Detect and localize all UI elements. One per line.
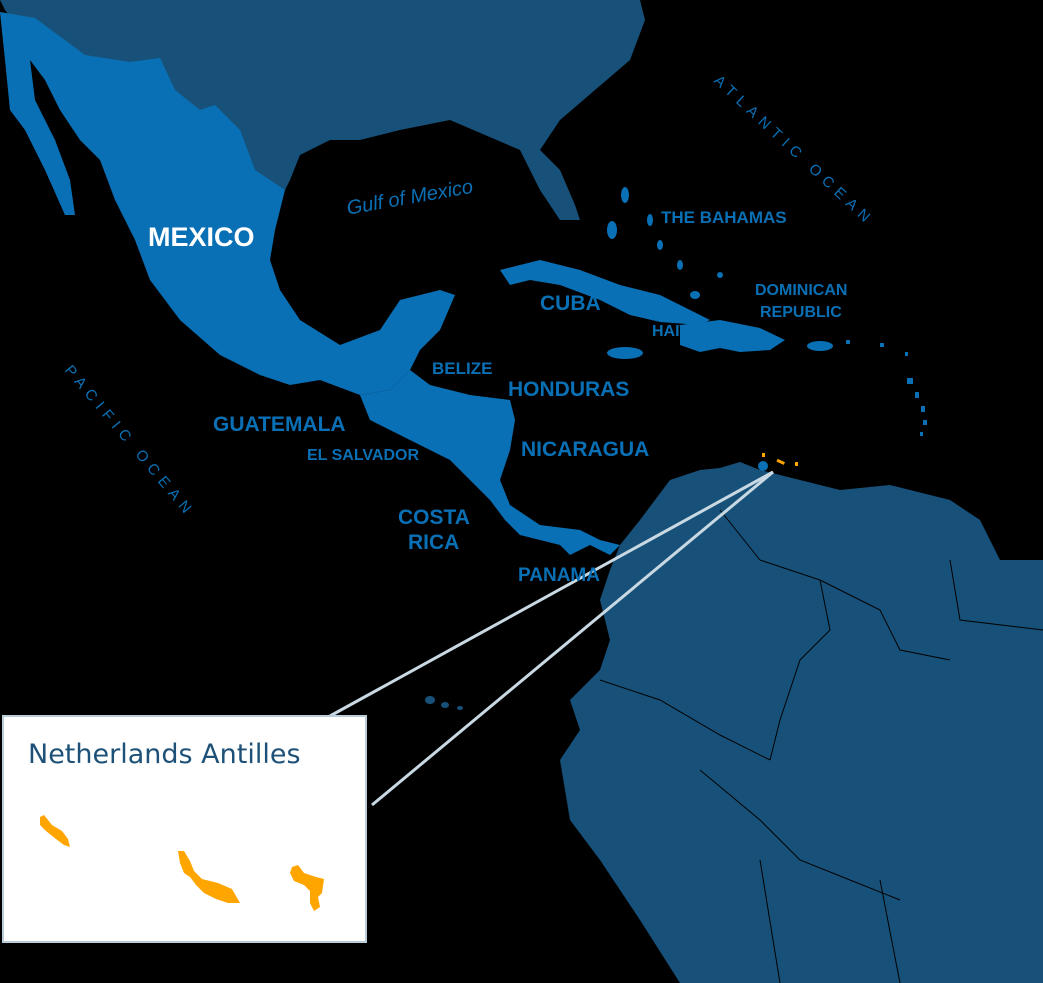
bonaire-island: [290, 865, 324, 911]
country-borders: [599, 509, 1043, 983]
label-guatemala: GUATEMALA: [213, 413, 346, 436]
inset-islands: [40, 815, 324, 911]
mexico-shape: [0, 12, 455, 395]
central-america-shape: [360, 370, 620, 555]
label-el-salvador: EL SALVADOR: [307, 447, 420, 464]
label-nicaragua: NICARAGUA: [521, 438, 650, 461]
lesser-antilles: [846, 340, 927, 436]
label-dominican-1: DOMINICAN: [755, 282, 848, 299]
bahamas-islands: [607, 187, 723, 299]
cuba-shape: [500, 260, 710, 325]
antilles-small-islands: [762, 453, 798, 466]
curacao-island: [178, 851, 240, 903]
label-costa-rica-2: RICA: [408, 531, 460, 554]
inset-netherlands-antilles: Netherlands Antilles: [2, 715, 367, 943]
label-belize: BELIZE: [432, 359, 493, 378]
label-mexico: MEXICO: [148, 222, 255, 252]
label-cuba: CUBA: [540, 292, 601, 315]
galapagos-islands: [425, 696, 463, 710]
label-dominican-2: REPUBLIC: [760, 304, 842, 321]
jamaica-shape: [607, 347, 643, 359]
usa-landmass: [0, 0, 645, 220]
label-honduras: HONDURAS: [508, 378, 630, 401]
callout-lines: [329, 470, 774, 807]
puerto-rico-shape: [807, 341, 833, 351]
label-costa-rica-1: COSTA: [398, 506, 470, 529]
label-panama: PANAMA: [518, 565, 600, 586]
inset-title: Netherlands Antilles: [28, 739, 301, 770]
aruba-dot: [758, 461, 768, 471]
label-bahamas: THE BAHAMAS: [661, 208, 787, 227]
label-haiti: HAITI: [652, 323, 694, 340]
aruba-island: [40, 815, 70, 847]
hispaniola-shape: [680, 320, 785, 352]
south-america-shape: [560, 462, 1043, 983]
